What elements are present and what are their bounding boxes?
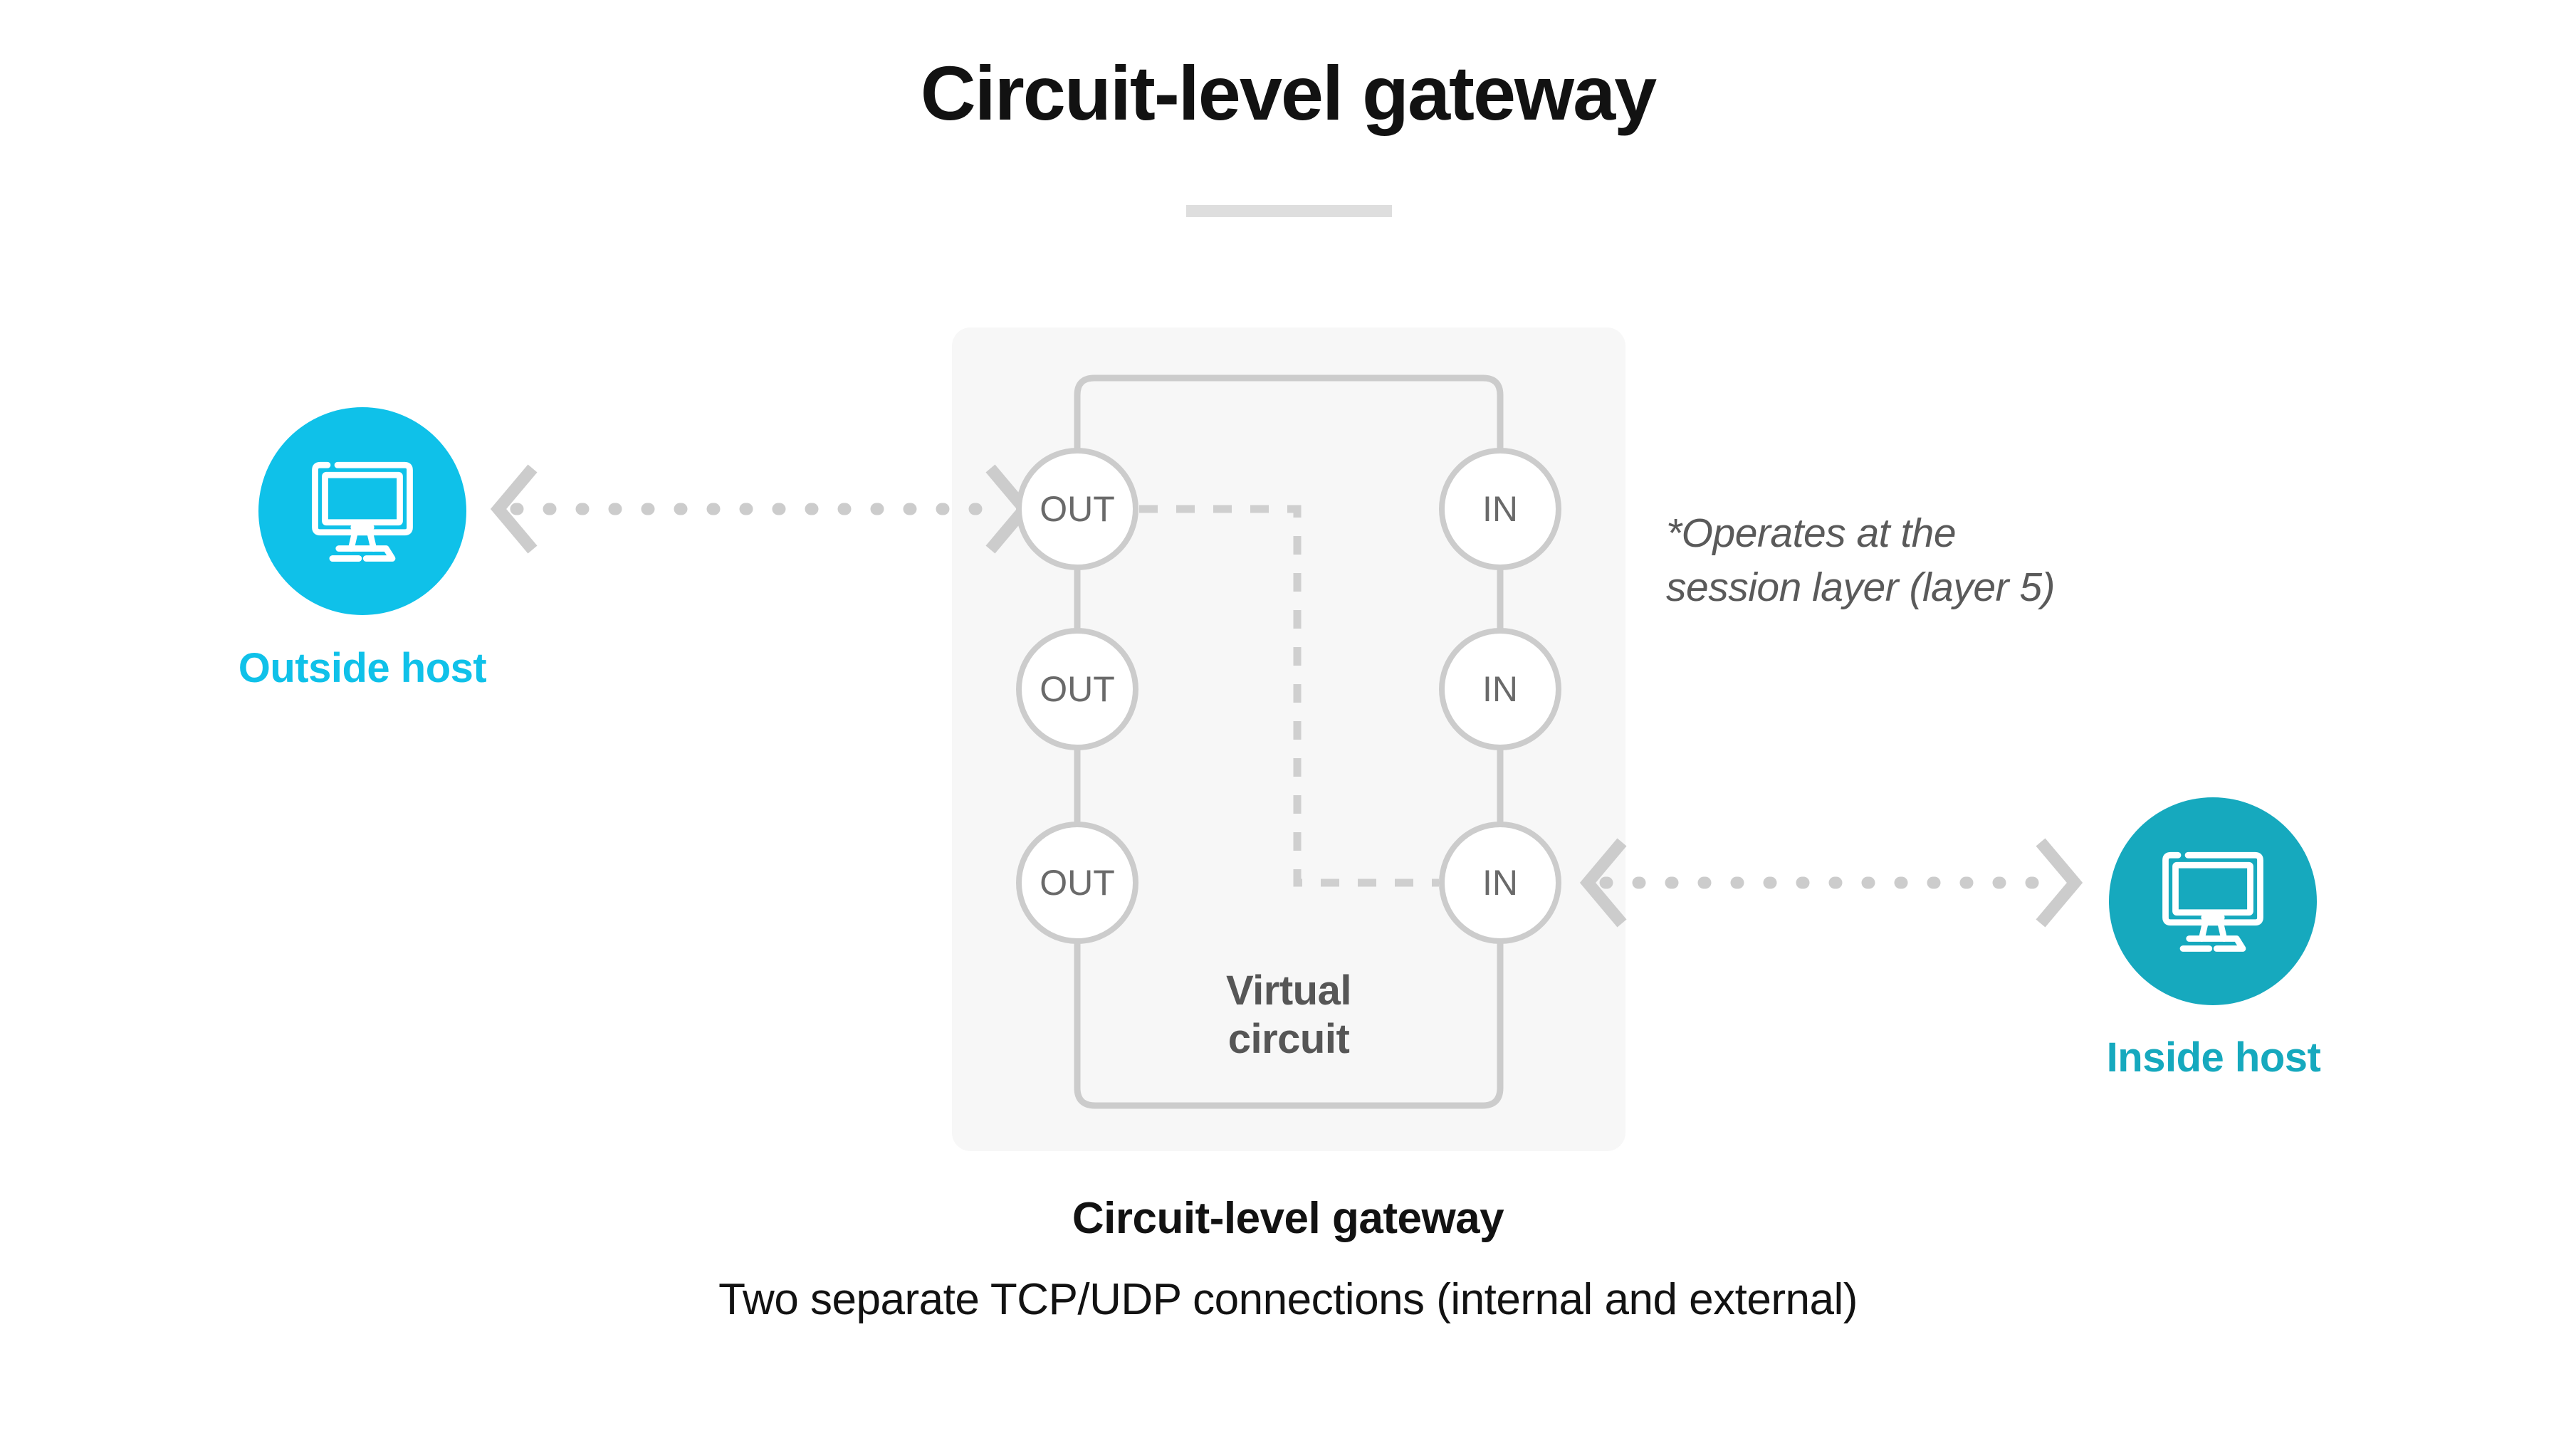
node-in-2-label: IN — [1482, 669, 1518, 709]
session-layer-note: *Operates at the session layer (layer 5) — [1666, 507, 2236, 615]
node-out-2-label: OUT — [1040, 669, 1115, 709]
outside-host-badge[interactable] — [258, 407, 466, 615]
node-out-1[interactable]: OUT — [1016, 448, 1138, 570]
node-out-3-label: OUT — [1040, 863, 1115, 903]
page-title: Circuit-level gateway — [920, 50, 1657, 136]
inside-host-label: Inside host — [2106, 1034, 2321, 1081]
node-out-1-label: OUT — [1040, 489, 1115, 529]
desktop-monitor-icon — [2162, 851, 2263, 952]
session-layer-note-line-1: *Operates at the — [1666, 510, 1957, 556]
node-in-3[interactable]: IN — [1439, 822, 1561, 944]
virtual-circuit-line-2: circuit — [1227, 1016, 1350, 1063]
session-layer-note-line-2: session layer (layer 5) — [1666, 564, 2056, 610]
inside-host-badge[interactable] — [2109, 797, 2317, 1005]
right-arrow-head-east — [2036, 838, 2083, 928]
node-out-2[interactable]: OUT — [1016, 628, 1138, 750]
node-out-3[interactable]: OUT — [1016, 822, 1138, 944]
right-connection-arrow — [1579, 838, 2083, 928]
left-arrow-head-west — [490, 464, 538, 554]
outside-host-label: Outside host — [238, 645, 487, 691]
node-in-3-label: IN — [1482, 863, 1518, 903]
virtual-circuit-line-1: Virtual — [1226, 967, 1351, 1014]
title-divider-rule — [1186, 205, 1392, 217]
caption-subtitle: Two separate TCP/UDP connections (intern… — [718, 1275, 1858, 1324]
node-in-1-label: IN — [1482, 489, 1518, 529]
virtual-circuit-caption: Virtual circuit — [1146, 967, 1431, 1064]
left-connection-arrow — [490, 464, 1033, 554]
node-in-1[interactable]: IN — [1439, 448, 1561, 570]
node-in-2[interactable]: IN — [1439, 628, 1561, 750]
desktop-monitor-icon — [312, 461, 413, 562]
caption-title: Circuit-level gateway — [1072, 1194, 1504, 1243]
